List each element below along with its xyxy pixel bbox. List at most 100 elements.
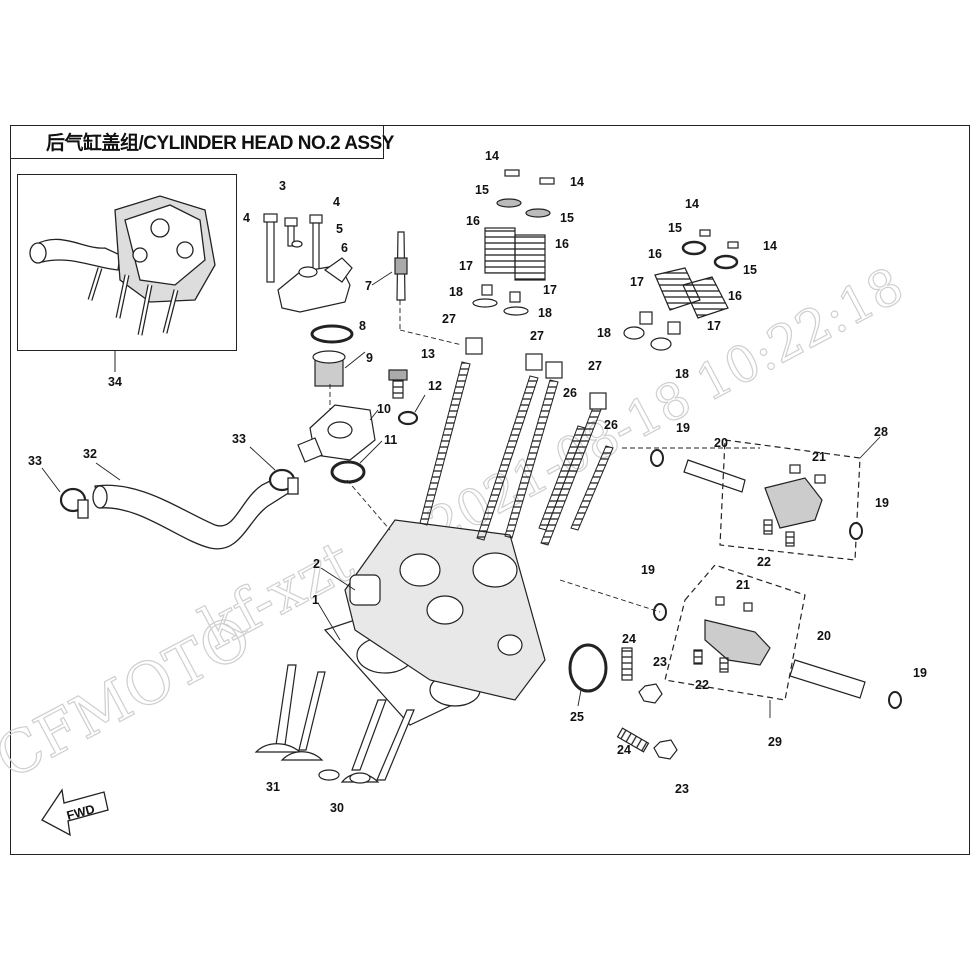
part-28-rocker-box <box>719 439 861 561</box>
part-27-bolt-a <box>419 361 471 526</box>
callout-17: 17 <box>630 275 644 289</box>
callout-24: 24 <box>622 632 636 646</box>
part-31-valve-b <box>298 671 326 751</box>
callout-8: 8 <box>359 319 366 333</box>
assembly-lines <box>329 300 760 613</box>
leader-lines <box>41 271 881 718</box>
callout-18: 18 <box>449 285 463 299</box>
callout-34: 34 <box>108 375 122 389</box>
callout-21: 21 <box>736 578 750 592</box>
part-20-shaft-upper <box>683 459 746 493</box>
callout-16: 16 <box>555 237 569 251</box>
callout-12: 12 <box>428 379 442 393</box>
inset-box-34 <box>17 174 237 351</box>
part-29-rocker-arm <box>704 619 771 666</box>
part-13-plug-head <box>388 369 408 381</box>
callout-14: 14 <box>685 197 699 211</box>
part-25-seal <box>568 643 608 693</box>
callout-18: 18 <box>538 306 552 320</box>
callout-14: 14 <box>485 149 499 163</box>
spring-group-right <box>623 229 739 351</box>
part-3-bolt-head <box>284 217 298 227</box>
part-11-o-ring <box>330 460 366 484</box>
callout-23: 23 <box>675 782 689 796</box>
callout-15: 15 <box>668 221 682 235</box>
rocker-group <box>568 439 902 760</box>
callout-14: 14 <box>763 239 777 253</box>
page-title: 后气缸盖组/CYLINDER HEAD NO.2 ASSY <box>46 133 394 154</box>
callout-18: 18 <box>675 367 689 381</box>
callout-32: 32 <box>83 447 97 461</box>
callout-26: 26 <box>563 386 577 400</box>
title-box: 后气缸盖组/CYLINDER HEAD NO.2 ASSY <box>10 125 394 159</box>
callout-17: 17 <box>707 319 721 333</box>
part-12-washer <box>397 410 419 426</box>
callout-27: 27 <box>588 359 602 373</box>
diagram-frame <box>10 125 970 855</box>
part-26-stud-b <box>570 445 614 531</box>
part-3-bolt <box>287 225 295 247</box>
callout-33: 33 <box>28 454 42 468</box>
callout-16: 16 <box>648 247 662 261</box>
head-group <box>323 519 546 726</box>
part-26-stud-a <box>538 425 586 531</box>
callout-15: 15 <box>560 211 574 225</box>
callout-19: 19 <box>641 563 655 577</box>
callout-30: 30 <box>330 801 344 815</box>
callout-17: 17 <box>459 259 473 273</box>
callout-17: 17 <box>543 283 557 297</box>
callout-21: 21 <box>812 450 826 464</box>
callout-2: 2 <box>313 557 320 571</box>
part-4-bolt-left-head <box>263 213 278 223</box>
callout-29: 29 <box>768 735 782 749</box>
part-23-nut-upper <box>638 683 663 704</box>
part-8-o-ring <box>310 324 354 344</box>
thermostat-group <box>263 213 419 484</box>
callout-15: 15 <box>743 263 757 277</box>
callout-31: 31 <box>266 780 280 794</box>
callout-14: 14 <box>570 175 584 189</box>
callout-10: 10 <box>377 402 391 416</box>
callout-16: 16 <box>728 289 742 303</box>
spring-group-left <box>472 169 555 316</box>
callout-6: 6 <box>341 241 348 255</box>
part-16-spring-a <box>484 227 516 274</box>
part-34-water-assembly <box>29 195 216 336</box>
bolt-group <box>419 361 614 546</box>
part-5-washer <box>291 240 303 248</box>
part-16-spring-b <box>514 234 546 281</box>
part-29-rocker-box <box>664 564 806 701</box>
callout-19: 19 <box>676 421 690 435</box>
callout-20: 20 <box>817 629 831 643</box>
callout-13: 13 <box>421 347 435 361</box>
callout-19: 19 <box>913 666 927 680</box>
callout-22: 22 <box>757 555 771 569</box>
callout-labels: 1 2 3 4 4 5 6 7 8 9 10 11 12 13 14 14 14… <box>28 149 927 815</box>
part-4-bolt-right-head <box>309 214 323 224</box>
part-30-valve-b <box>376 709 415 781</box>
part-27-bolt-c <box>504 379 559 539</box>
part-27-bolt-b <box>476 375 539 541</box>
fwd-arrow-icon: FWD <box>41 788 109 837</box>
callout-24: 24 <box>617 743 631 757</box>
callout-22: 22 <box>695 678 709 692</box>
callout-27: 27 <box>442 312 456 326</box>
part-30-valve-a <box>351 699 387 771</box>
part-4-bolt-left <box>266 219 275 283</box>
callout-1: 1 <box>312 593 319 607</box>
callout-20: 20 <box>714 436 728 450</box>
part-24-stud-upper <box>621 647 633 681</box>
part-13-plug <box>392 379 404 399</box>
part-32-hose <box>94 475 291 550</box>
callout-33: 33 <box>232 432 246 446</box>
callout-4: 4 <box>333 195 340 209</box>
valve-group <box>254 664 415 784</box>
callout-16: 16 <box>466 214 480 228</box>
callout-25: 25 <box>570 710 584 724</box>
callout-27: 27 <box>530 329 544 343</box>
hose-group <box>59 468 299 550</box>
callout-11: 11 <box>384 433 397 447</box>
part-28-rocker-arm <box>764 477 823 529</box>
callout-15: 15 <box>475 183 489 197</box>
